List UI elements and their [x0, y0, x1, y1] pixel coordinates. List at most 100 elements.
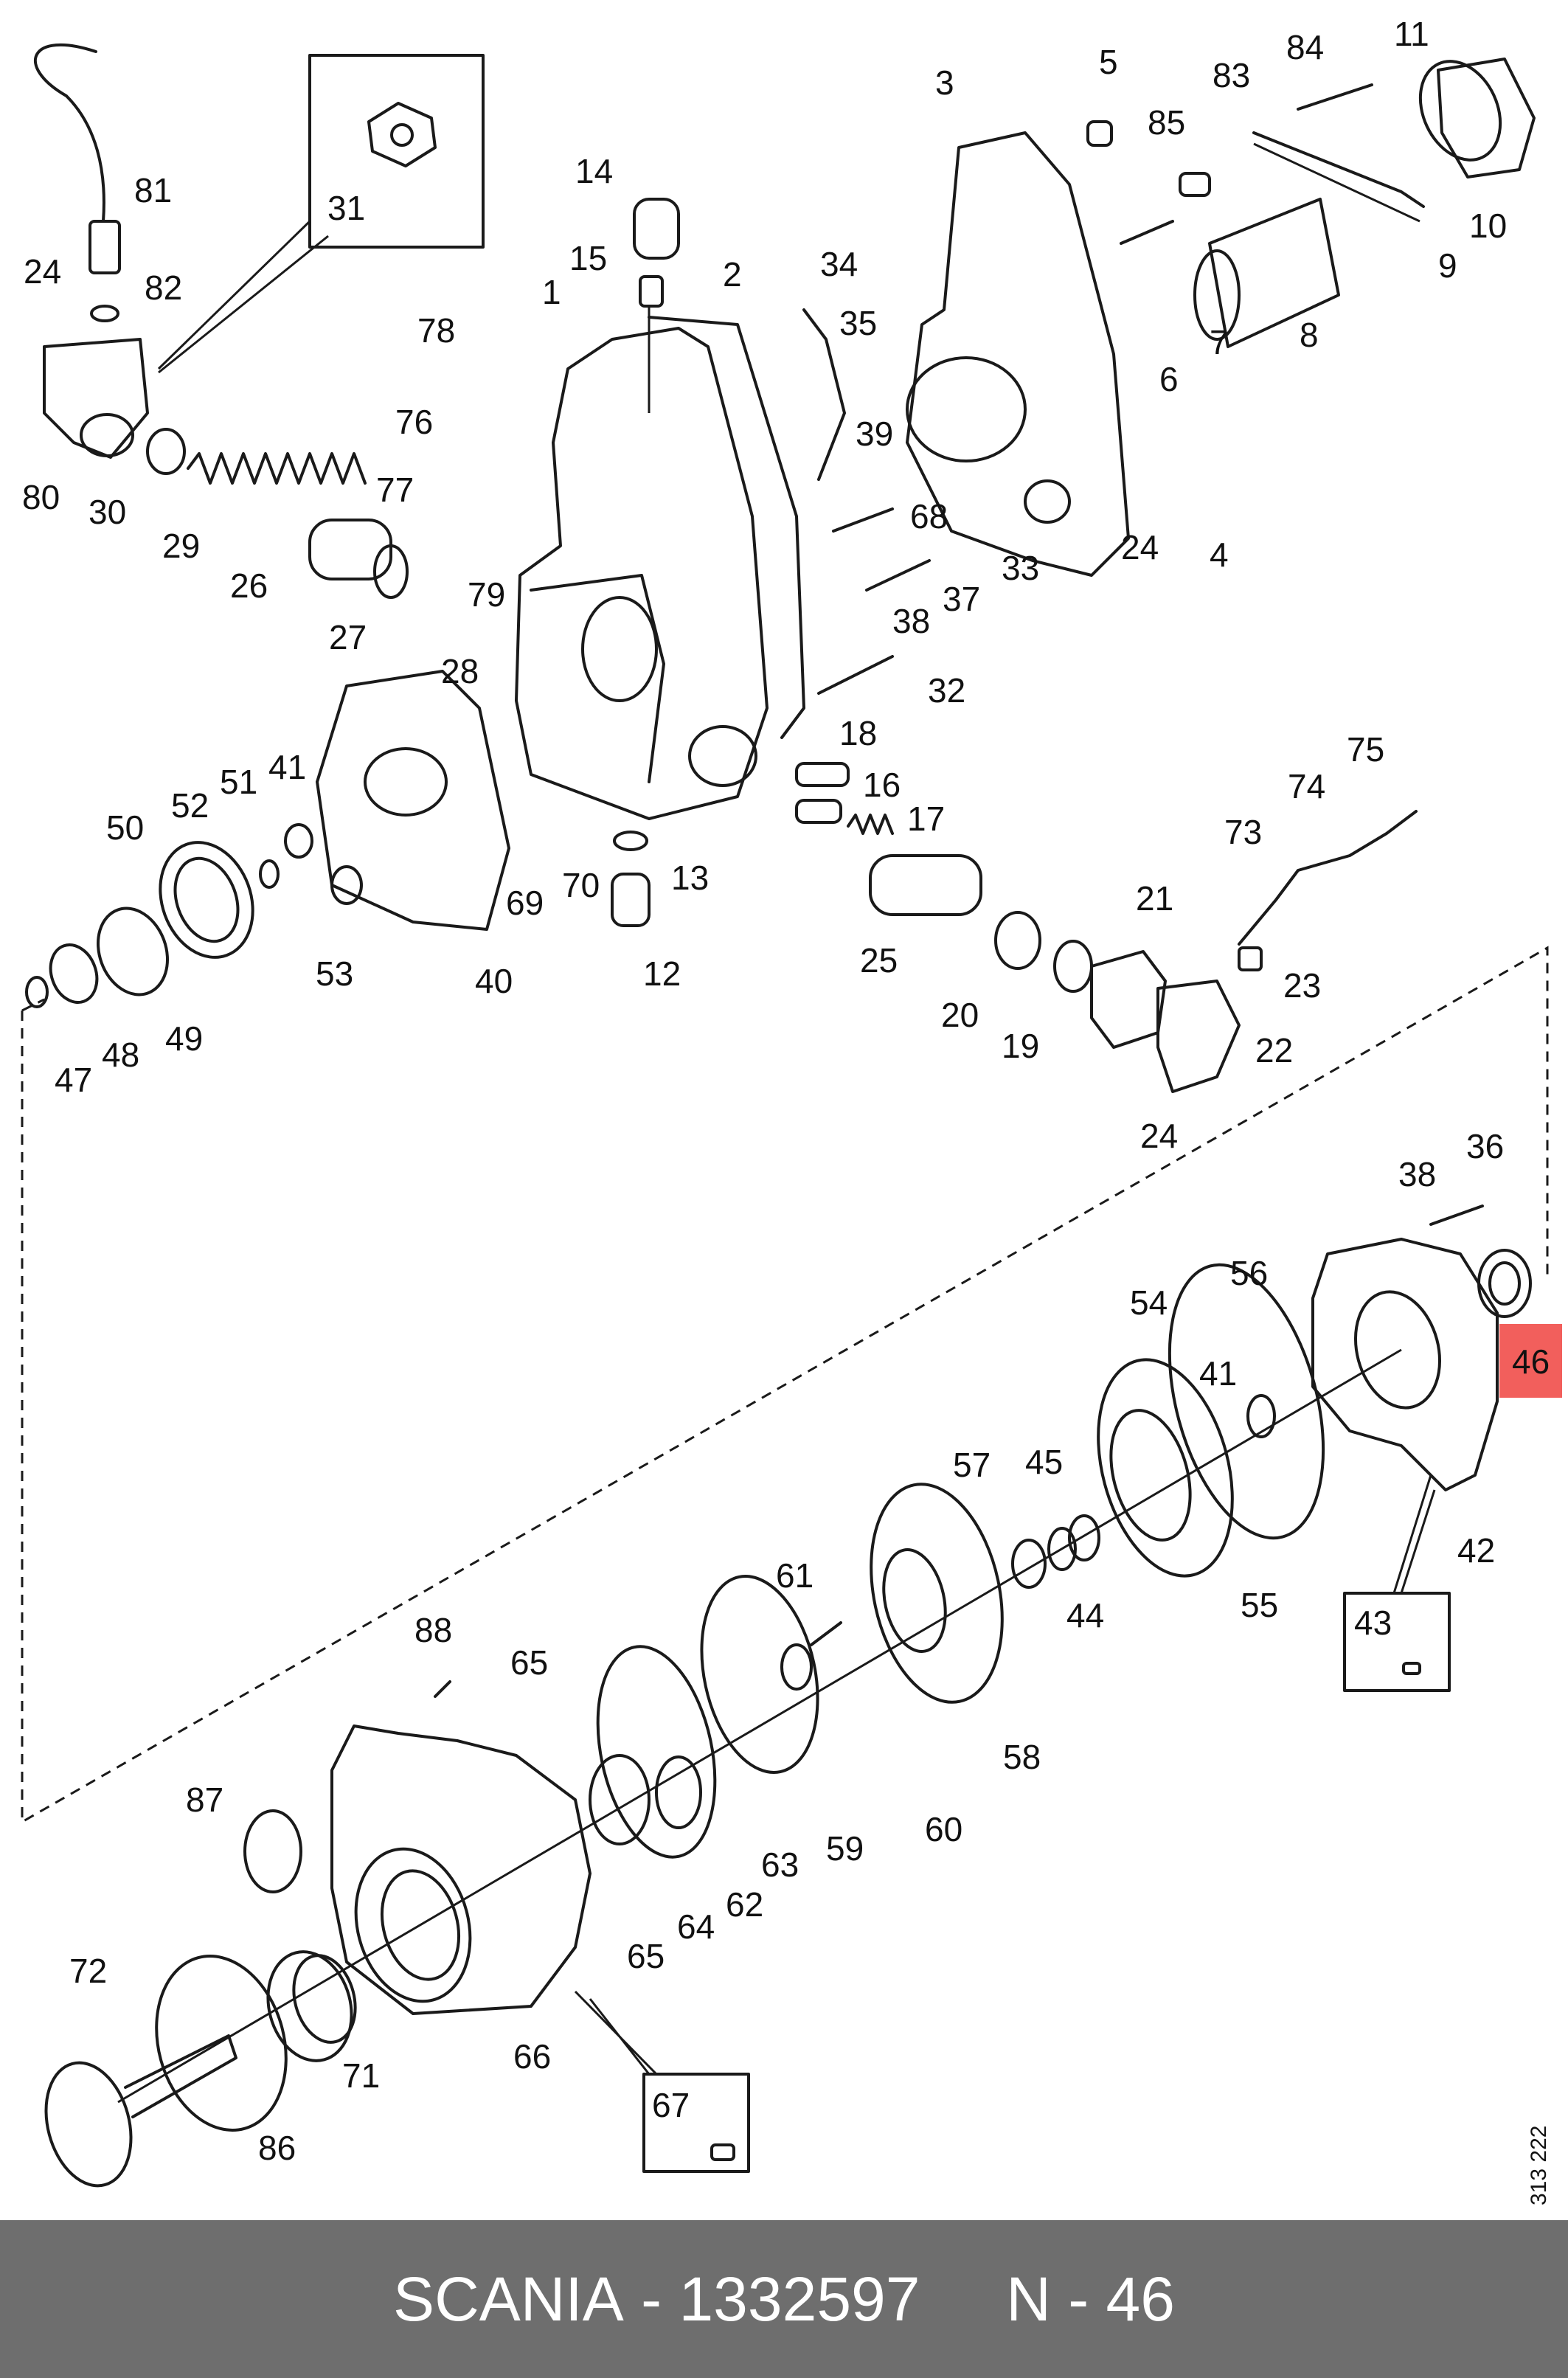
callout-3: 3 [935, 63, 954, 102]
callout-33: 33 [1002, 549, 1039, 587]
callout-7: 7 [1210, 323, 1229, 361]
callout-59: 59 [826, 1829, 864, 1868]
callout-80: 80 [22, 478, 60, 516]
callout-6: 6 [1159, 360, 1179, 398]
callout-62: 62 [726, 1885, 763, 1924]
callout-8: 8 [1300, 316, 1319, 354]
callout-71: 71 [342, 2056, 380, 2095]
callout-18: 18 [839, 714, 877, 752]
footer-part-number: 1332597 [679, 2264, 920, 2334]
callout-75: 75 [1347, 730, 1384, 769]
callout-82: 82 [145, 268, 182, 307]
callout-38-b: 38 [1398, 1155, 1436, 1193]
callout-16: 16 [863, 766, 901, 804]
callout-77: 77 [376, 471, 414, 509]
callout-52: 52 [171, 786, 209, 825]
callout-2: 2 [723, 255, 742, 294]
callout-86: 86 [258, 2129, 296, 2167]
footer-bar: SCANIA - 1332597 N - 46 [0, 2220, 1568, 2378]
callout-25: 25 [860, 941, 898, 980]
callout-31: 31 [327, 189, 365, 227]
highlighted-part-label: 46 [1512, 1342, 1550, 1381]
callout-29: 29 [162, 527, 200, 565]
callout-35: 35 [839, 304, 877, 342]
callout-64: 64 [677, 1907, 715, 1946]
callout-24-c: 24 [1121, 528, 1159, 566]
callout-68: 68 [910, 497, 948, 535]
callout-14: 14 [575, 152, 613, 190]
callout-15: 15 [569, 239, 607, 277]
callout-42: 42 [1457, 1531, 1495, 1570]
exploded-parts-diagram: 1 2 3 4 5 6 7 8 9 10 11 12 13 14 15 16 1… [21, 15, 1562, 2205]
footer-gap [920, 2264, 1006, 2335]
footer-separator: - [623, 2264, 679, 2334]
callout-38-a: 38 [892, 602, 930, 640]
callout-34: 34 [820, 245, 858, 283]
callout-19: 19 [1002, 1027, 1039, 1065]
callout-66: 66 [513, 2037, 551, 2076]
callout-63: 63 [761, 1845, 799, 1884]
callout-5: 5 [1099, 43, 1118, 81]
callout-65-b: 65 [627, 1937, 665, 1975]
callout-83: 83 [1213, 56, 1250, 94]
callout-69: 69 [506, 884, 544, 922]
callout-81: 81 [134, 171, 172, 209]
callout-54: 54 [1130, 1283, 1168, 1322]
callout-45: 45 [1025, 1443, 1063, 1481]
callout-23: 23 [1283, 966, 1321, 1005]
callout-61: 61 [776, 1556, 814, 1595]
callout-49: 49 [165, 1019, 203, 1058]
callout-12: 12 [643, 954, 681, 993]
callout-53: 53 [316, 954, 353, 993]
callout-65-a: 65 [510, 1643, 548, 1682]
callout-32: 32 [928, 671, 965, 710]
callout-79: 79 [468, 575, 505, 614]
callout-43: 43 [1354, 1604, 1392, 1642]
callout-47: 47 [55, 1061, 92, 1099]
callout-11: 11 [1394, 15, 1429, 53]
callout-4: 4 [1210, 535, 1229, 574]
callout-70: 70 [562, 866, 600, 904]
callout-50: 50 [106, 808, 144, 847]
callout-20: 20 [941, 996, 979, 1034]
reference-number: 313 222 [1527, 2126, 1551, 2205]
callout-30: 30 [89, 493, 126, 531]
callout-67: 67 [652, 2086, 690, 2124]
callout-28: 28 [441, 652, 479, 690]
callout-51: 51 [220, 763, 257, 801]
callout-24-b: 24 [1140, 1117, 1178, 1155]
callout-88: 88 [414, 1611, 452, 1649]
callout-22: 22 [1255, 1031, 1293, 1070]
callout-17: 17 [907, 800, 945, 838]
highlight-box [1499, 1324, 1562, 1398]
footer-position-label: N - 46 [1006, 2264, 1175, 2334]
callout-55: 55 [1241, 1586, 1278, 1624]
callout-60: 60 [925, 1810, 962, 1848]
callout-1: 1 [542, 273, 561, 311]
callout-74: 74 [1288, 767, 1325, 805]
callout-10: 10 [1469, 207, 1507, 245]
callout-39: 39 [856, 415, 893, 453]
callout-13: 13 [671, 859, 709, 897]
callout-41-b: 41 [1199, 1354, 1237, 1393]
callout-78: 78 [417, 311, 455, 350]
callout-76: 76 [395, 403, 433, 441]
callout-labels: 1 2 3 4 5 6 7 8 9 10 11 12 13 14 15 16 1… [22, 15, 1507, 2167]
callout-44: 44 [1066, 1596, 1104, 1635]
callout-56: 56 [1230, 1254, 1268, 1292]
callout-85: 85 [1148, 103, 1185, 142]
callout-27: 27 [329, 618, 367, 656]
callout-36: 36 [1466, 1127, 1504, 1165]
callout-73: 73 [1224, 813, 1262, 851]
callout-87: 87 [186, 1781, 223, 1819]
callout-26: 26 [230, 566, 268, 605]
callout-40: 40 [475, 962, 513, 1000]
callout-9: 9 [1438, 246, 1457, 285]
footer-brand: SCANIA [393, 2264, 624, 2334]
callout-48: 48 [102, 1036, 139, 1074]
callout-57: 57 [953, 1446, 991, 1484]
callout-21: 21 [1136, 879, 1173, 918]
callout-58: 58 [1003, 1738, 1041, 1776]
highlighted-callout[interactable]: 46 [1499, 1324, 1562, 1398]
callout-84: 84 [1286, 28, 1324, 66]
